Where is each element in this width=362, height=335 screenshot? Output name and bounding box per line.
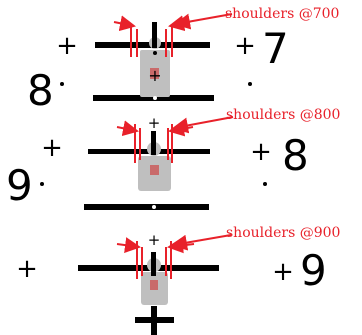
panel-800: + + + 9 8 shoulders @800 [6,107,340,210]
left-dot [60,82,64,86]
right-number: 8 [282,131,309,180]
shoulder-annotation: shoulders @900 [226,225,340,241]
left-plus: + [41,133,63,163]
center-plus: + [148,114,161,132]
shoulder-marks [117,117,233,163]
center-post [151,131,156,155]
panel-700: + + + 8 7 shoulders @700 [27,6,339,115]
right-plus: + [272,257,294,287]
shoulder-marks [114,14,232,57]
left-dot [40,182,44,186]
bottom-crossbar [135,317,174,323]
right-number: 9 [300,246,327,295]
shoulder-marks [117,235,231,279]
center-plus: + [148,231,161,249]
center-dot [153,96,157,100]
right-plus: + [234,31,256,61]
shoulder-annotation: shoulders @800 [226,107,340,123]
right-number: 7 [262,24,289,73]
center-plus: + [148,66,161,85]
left-plus: + [56,31,78,61]
right-dot [248,82,252,86]
lower-crossbar [84,204,209,210]
center-post [151,252,156,276]
right-dot [263,182,267,186]
center-post [152,22,157,48]
left-plus: + [16,254,38,284]
shoulder-annotation: shoulders @700 [225,6,339,22]
left-number: 8 [27,66,54,115]
left-number: 9 [6,161,33,210]
panel-900: + + + 9 shoulders @900 [16,225,340,335]
center-dot [153,51,157,55]
center-dot [152,205,156,209]
right-plus: + [250,137,272,167]
